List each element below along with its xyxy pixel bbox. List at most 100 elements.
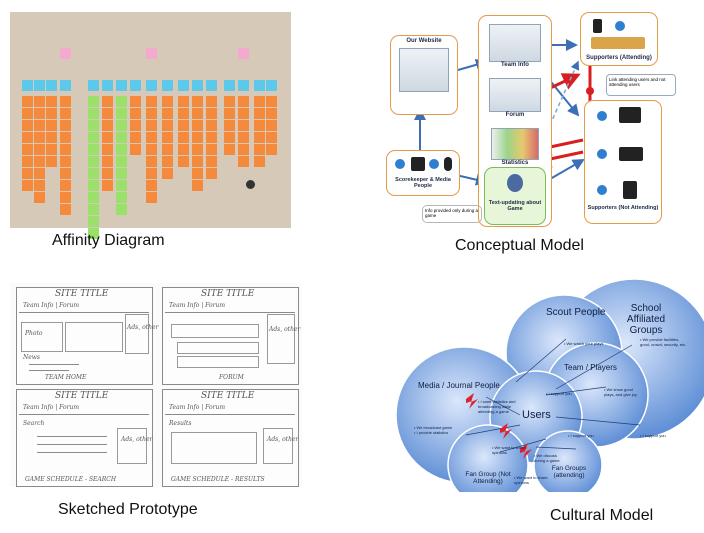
- sticky-note: [22, 80, 33, 91]
- affinity-diagram-caption: Affinity Diagram: [52, 232, 165, 249]
- sticky-note: [60, 156, 71, 167]
- sticky-note: [178, 144, 189, 155]
- sticky-note: [22, 96, 33, 107]
- arrow-dashed-supporters: [529, 60, 580, 171]
- sticky-note: [46, 144, 57, 155]
- sticky-note: [116, 96, 127, 107]
- sticky-note: [206, 96, 217, 107]
- sticky-note: [162, 132, 173, 143]
- sticky-note: [178, 108, 189, 119]
- supporters-not-attending-box: Supporters (Not Attending): [584, 100, 662, 224]
- sticky-note: [88, 216, 99, 227]
- sticky-note: [146, 48, 157, 59]
- sticky-note: [130, 80, 141, 91]
- sticky-note: [224, 108, 235, 119]
- sticky-note: [266, 132, 277, 143]
- scout-people-label: Scout People: [546, 307, 606, 318]
- sticky-note: [88, 228, 99, 239]
- sticky-note: [206, 132, 217, 143]
- tablet-icon: [623, 181, 637, 199]
- magnet-icon: [246, 180, 255, 189]
- sticky-note: [22, 108, 33, 119]
- sticky-note: [146, 192, 157, 203]
- sketch-game-schedule-results: SITE TITLE Team Info | Forum Results Ads…: [162, 389, 299, 487]
- sketch-team-home: SITE TITLE Team Info | Forum Photo Ads, …: [16, 287, 158, 385]
- sketch-ads-box: [117, 428, 147, 464]
- sticky-note: [266, 144, 277, 155]
- sticky-note: [146, 180, 157, 191]
- sticky-note: [266, 80, 277, 91]
- sticky-note: [22, 120, 33, 131]
- sketch-photo-box: [21, 322, 63, 352]
- sticky-note: [178, 132, 189, 143]
- sticky-note: [34, 80, 45, 91]
- sketched-prototype-image: SITE TITLE Team Info | Forum Photo Ads, …: [10, 283, 302, 487]
- sticky-note: [34, 108, 45, 119]
- sticky-note: [102, 108, 113, 119]
- link-note: Link attending users and not attending u…: [606, 74, 676, 96]
- sticky-note: [60, 180, 71, 191]
- sticky-note: [116, 80, 127, 91]
- sticky-note: [254, 108, 265, 119]
- sticky-note: [162, 144, 173, 155]
- sticky-note: [192, 144, 203, 155]
- conflict-markers: [466, 393, 532, 459]
- sticky-note: [254, 132, 265, 143]
- sticky-note: [46, 132, 57, 143]
- sticky-note: [116, 132, 127, 143]
- sticky-note: [34, 144, 45, 155]
- sticky-note: [238, 120, 249, 131]
- robot-icon: [507, 174, 523, 192]
- fan-groups-attending-label: Fan Groups (attending): [551, 465, 587, 479]
- sticky-note: [206, 168, 217, 179]
- conceptual-model-diagram: Our Website Team Info Forum Statistics T…: [378, 10, 698, 235]
- phone-icon: [593, 19, 602, 33]
- text-updating-box: Text-updating about Game: [484, 167, 546, 225]
- sticky-note: [266, 108, 277, 119]
- website-screenshot: [399, 48, 449, 92]
- link-dot: [586, 87, 594, 95]
- sticky-note: [88, 168, 99, 179]
- monitor-icon: [619, 107, 641, 123]
- sticky-note: [238, 132, 249, 143]
- sticky-note: [22, 180, 33, 191]
- sticky-note: [60, 48, 71, 59]
- sticky-note: [88, 144, 99, 155]
- sticky-note: [238, 108, 249, 119]
- sticky-note: [34, 156, 45, 167]
- sticky-note: [102, 156, 113, 167]
- sticky-note: [102, 168, 113, 179]
- cultural-model-diagram: Scout People School Affiliated Groups Te…: [396, 277, 704, 492]
- sticky-note: [34, 180, 45, 191]
- sticky-note: [162, 80, 173, 91]
- sticky-note: [266, 96, 277, 107]
- sketch-ads-box: [267, 314, 295, 364]
- users-label: Users: [522, 409, 551, 421]
- fan-group-circle: [447, 424, 529, 492]
- sticky-note: [178, 120, 189, 131]
- supporters-attending-box: Supporters (Attending): [580, 12, 658, 66]
- sticky-note: [88, 96, 99, 107]
- sticky-note: [60, 80, 71, 91]
- sticky-note: [102, 144, 113, 155]
- sticky-note: [60, 108, 71, 119]
- sketch-content-box: [65, 322, 123, 352]
- school-groups-label: School Affiliated Groups: [626, 303, 666, 336]
- info-note: Info provided only during a game: [422, 205, 482, 223]
- person-icon: [597, 185, 607, 195]
- sketch-forum: SITE TITLE Team Info | Forum Ads, other …: [162, 287, 300, 385]
- sticky-note: [116, 192, 127, 203]
- sticky-note: [238, 48, 249, 59]
- sticky-note: [34, 168, 45, 179]
- person-icon: [395, 159, 405, 169]
- sticky-note: [206, 120, 217, 131]
- sticky-note: [224, 96, 235, 107]
- sticky-note: [192, 120, 203, 131]
- person-icon: [429, 159, 439, 169]
- cultural-model-caption: Cultural Model: [550, 507, 654, 524]
- sketch-ads-box: [263, 428, 293, 464]
- sticky-note: [60, 192, 71, 203]
- sticky-note: [60, 132, 71, 143]
- person-icon: [615, 21, 625, 31]
- sticky-note: [130, 144, 141, 155]
